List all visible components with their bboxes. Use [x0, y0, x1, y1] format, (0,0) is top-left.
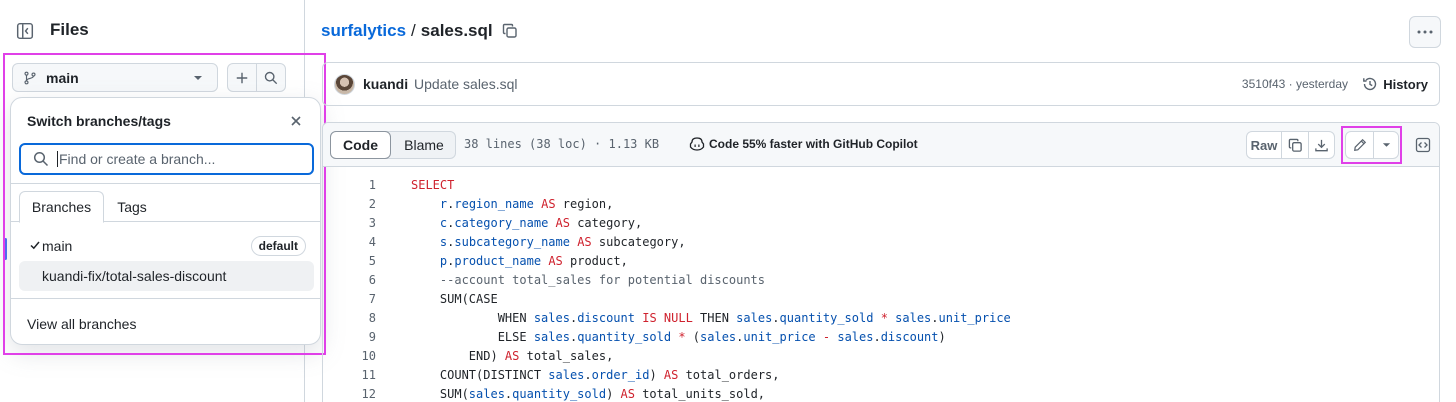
sidebar-title: Files	[50, 20, 89, 39]
sidebar-toggle-icon	[16, 22, 34, 40]
branch-select-button[interactable]: main	[12, 63, 218, 92]
download-button[interactable]	[1309, 132, 1334, 158]
raw-button[interactable]: Raw	[1247, 132, 1282, 158]
line-content: --account total_sales for potential disc…	[411, 272, 766, 287]
history-icon	[1363, 77, 1377, 91]
line-content: SELECT	[411, 177, 455, 192]
commit-message[interactable]: Update sales.sql	[414, 76, 518, 92]
search-icon	[264, 71, 278, 84]
branch-switch-popover: Switch branches/tags Find or create a br…	[10, 97, 321, 345]
branch-name: main	[42, 238, 73, 254]
line-number[interactable]: 5	[368, 253, 376, 268]
line-content: SUM(sales.quantity_sold) AS total_units_…	[411, 386, 766, 401]
line-number[interactable]: 4	[368, 234, 376, 249]
download-icon	[1315, 139, 1328, 151]
branch-search-input[interactable]: Find or create a branch...	[19, 143, 314, 175]
view-all-branches-link[interactable]: View all branches	[27, 316, 137, 332]
line-number[interactable]: 12	[361, 386, 376, 401]
line-number[interactable]: 10	[361, 348, 376, 363]
file-info: 38 lines (38 loc) · 1.13 KB	[464, 137, 660, 151]
line-content: WHEN sales.discount IS NULL THEN sales.q…	[411, 310, 1011, 325]
tab-blame[interactable]: Blame	[404, 137, 444, 153]
sidebar-collapse-button[interactable]	[10, 16, 40, 46]
tab-code[interactable]: Code	[330, 131, 391, 159]
raw-copy-download-group: Raw	[1246, 131, 1335, 159]
check-icon	[30, 241, 40, 250]
popover-title: Switch branches/tags	[27, 113, 171, 129]
breadcrumb-repo-link[interactable]: surfalytics	[321, 21, 407, 40]
copilot-label: Code 55% faster with GitHub Copilot	[709, 137, 918, 151]
line-number[interactable]: 8	[368, 310, 376, 325]
copy-raw-button[interactable]	[1282, 132, 1309, 158]
plus-icon	[236, 72, 248, 83]
tab-branches[interactable]: Branches	[19, 191, 104, 223]
edit-options-dropdown[interactable]	[1374, 132, 1398, 158]
copy-icon	[502, 23, 517, 38]
history-button[interactable]: History	[1362, 76, 1428, 92]
default-badge: default	[250, 236, 306, 256]
git-branch-icon	[24, 71, 36, 84]
line-content: ELSE sales.quantity_sold * (sales.unit_p…	[411, 329, 946, 344]
breadcrumb-file: sales.sql	[420, 21, 493, 40]
branch-name: kuandi-fix/total-sales-discount	[42, 268, 227, 284]
history-label: History	[1383, 76, 1428, 92]
copy-icon	[1288, 138, 1302, 152]
branch-search-placeholder: Find or create a branch...	[59, 151, 216, 167]
line-number[interactable]: 11	[361, 367, 376, 382]
breadcrumb: surfalytics / sales.sql	[321, 21, 518, 41]
latest-commit-bar: kuandi Update sales.sql 3510f43 · yester…	[322, 62, 1440, 106]
kebab-horizontal-icon	[1417, 30, 1433, 34]
commit-author[interactable]: kuandi	[363, 76, 409, 92]
text-cursor	[57, 151, 58, 167]
close-popover-button[interactable]	[288, 113, 304, 129]
line-number[interactable]: 1	[368, 177, 376, 192]
file-header: Code Blame 38 lines (38 loc) · 1.13 KB C…	[323, 123, 1439, 167]
chevron-down-icon	[1382, 143, 1390, 147]
line-content: s.subcategory_name AS subcategory,	[439, 234, 686, 249]
divider	[11, 183, 320, 184]
line-number[interactable]: 3	[368, 215, 376, 230]
line-content: COUNT(DISTINCT sales.order_id) AS total_…	[411, 367, 780, 382]
file-viewer: Code Blame 38 lines (38 loc) · 1.13 KB C…	[322, 122, 1440, 402]
breadcrumb-separator: /	[411, 21, 416, 40]
line-content: END) AS total_sales,	[411, 348, 614, 363]
view-mode-toggle: Code Blame	[330, 131, 456, 159]
line-number[interactable]: 7	[368, 291, 376, 306]
line-content: c.category_name AS category,	[439, 215, 643, 230]
tab-tags[interactable]: Tags	[117, 198, 147, 215]
divider	[11, 298, 320, 299]
copy-path-button[interactable]	[502, 23, 518, 39]
symbols-panel-button[interactable]	[1409, 131, 1437, 159]
edit-button-group	[1345, 131, 1399, 159]
commit-meta[interactable]: 3510f43 · yesterday	[1241, 77, 1348, 91]
avatar[interactable]	[334, 74, 355, 95]
branch-item-kuandi-fix[interactable]: kuandi-fix/total-sales-discount	[19, 261, 314, 291]
line-content: p.product_name AS product,	[439, 253, 628, 268]
search-files-button[interactable]	[256, 63, 286, 92]
more-options-button[interactable]	[1409, 16, 1441, 48]
close-icon	[291, 116, 301, 126]
copilot-link[interactable]: Code 55% faster with GitHub Copilot	[689, 136, 918, 152]
active-item-marker	[4, 238, 7, 260]
line-number[interactable]: 6	[368, 272, 376, 287]
chevron-down-icon	[194, 76, 202, 80]
line-content: r.region_name AS region,	[439, 196, 614, 211]
code-square-icon	[1415, 137, 1431, 153]
edit-file-button[interactable]	[1346, 132, 1374, 158]
branch-select-label: main	[46, 69, 79, 86]
line-content: SUM(CASE	[411, 291, 498, 306]
line-number[interactable]: 2	[368, 196, 376, 211]
pencil-icon	[1353, 138, 1366, 151]
add-file-button[interactable]	[227, 63, 257, 92]
copilot-icon	[689, 137, 705, 151]
search-icon	[33, 151, 49, 167]
line-number[interactable]: 9	[368, 329, 376, 344]
branch-item-main[interactable]: main default	[19, 231, 314, 261]
branch-tag-tabs: Branches Tags	[11, 191, 320, 223]
